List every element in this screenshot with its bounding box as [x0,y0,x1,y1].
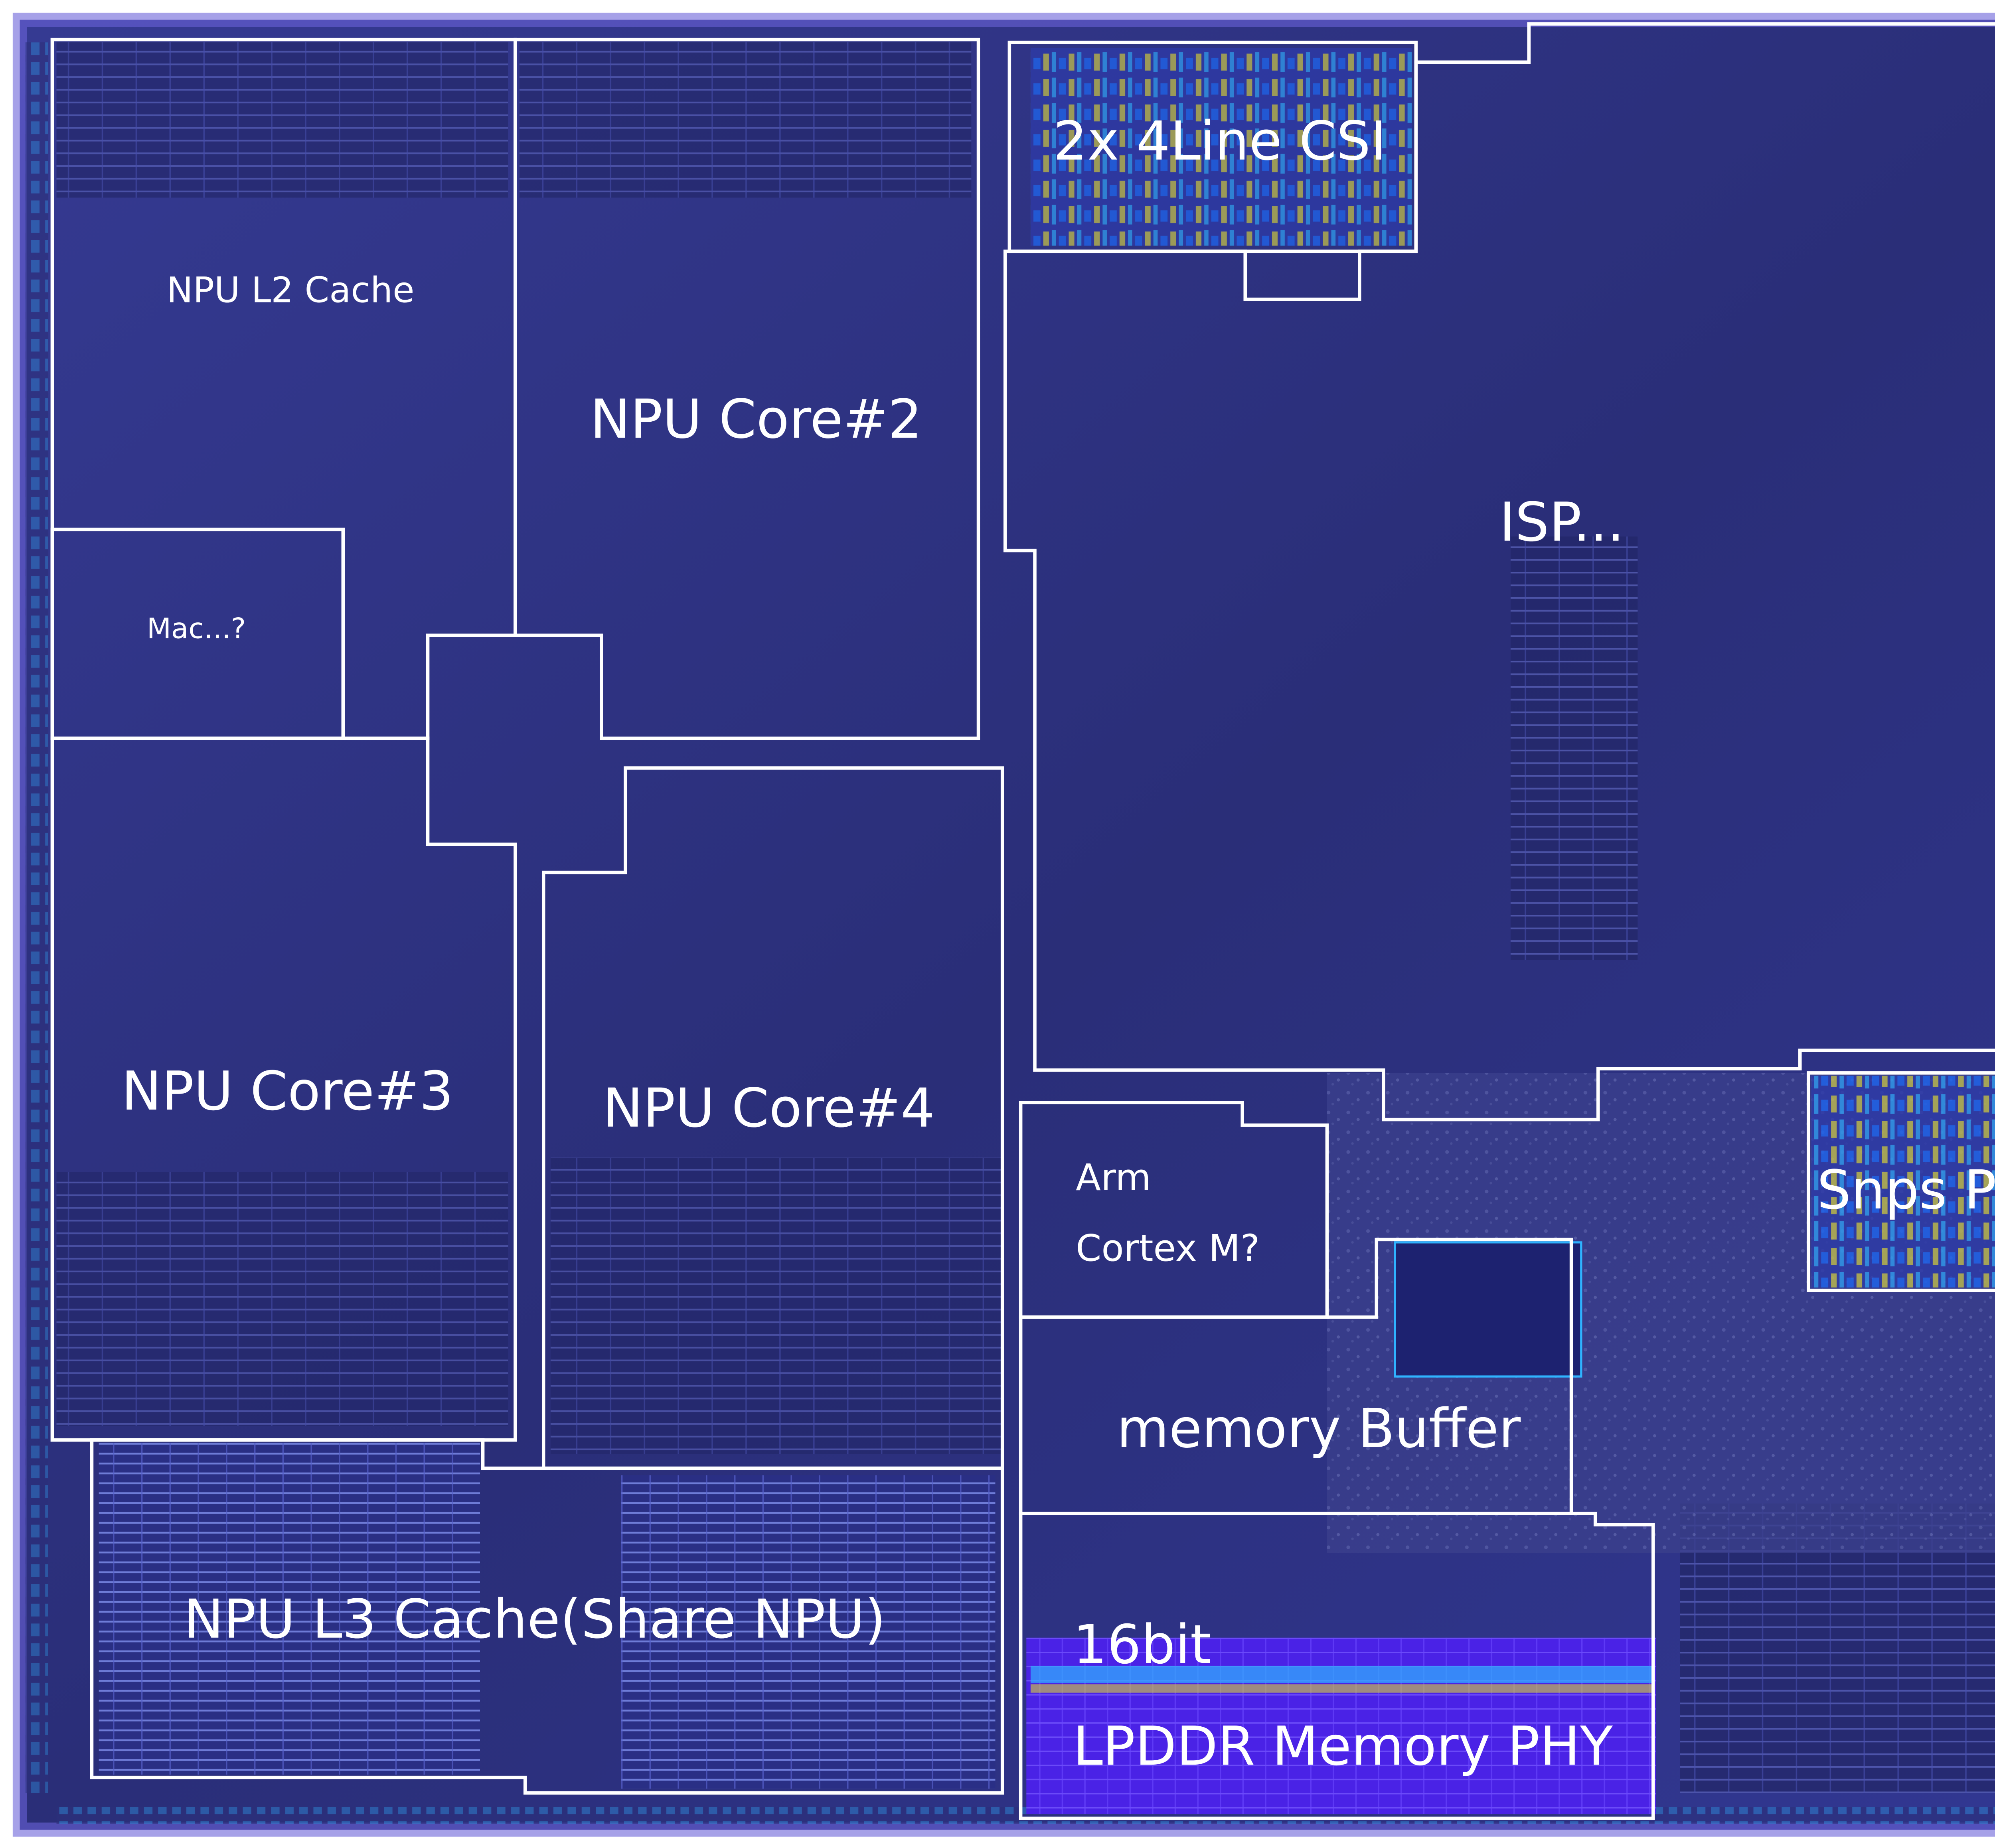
label-npu-core-2: NPU Core#2 [590,388,922,450]
label-pcie: Snps PCIE X2 [1817,1159,1995,1221]
label-npu-l3-cache: NPU L3 Cache(Share NPU) [184,1588,886,1651]
label-csi: 2x 4Line CSI [1053,110,1387,172]
sram-texture-l3-left [99,1443,480,1775]
label-npu-core-4: NPU Core#4 [603,1077,935,1139]
npu-l3-cache-block [90,1438,1004,1795]
sram-texture-isp-center [1510,536,1638,960]
label-isp: ISP... [1499,491,1624,553]
label-16bit: 16bit [1073,1613,1211,1676]
label-npu-l2-cache: NPU L2 Cache [167,269,415,310]
isp-block [1003,22,1995,1121]
csi-logic-texture [1030,48,1412,246]
sram-texture-l2 [56,42,508,198]
npu-core-3-block [50,736,517,1442]
npu-core-2-block [514,38,980,740]
pcie-logic-texture [1811,1076,1995,1288]
label-lpddr-phy: LPDDR Memory PHY [1073,1715,1613,1777]
sram-texture-core3 [56,1172,508,1426]
label-mac: Mac...? [147,612,246,645]
die-edge-ring [12,12,1995,1837]
label-memory-buffer: memory Buffer [1117,1397,1521,1460]
io-ring-bottom [56,1807,1995,1824]
pcie-block [1807,1071,1995,1292]
memory-buffer-macro [1394,1241,1582,1378]
label-cortex-m: Cortex M? [1076,1227,1260,1270]
label-arm: Arm [1076,1156,1151,1199]
io-ring-left [25,42,48,1793]
sram-texture-l3-right [621,1475,996,1789]
label-npu-core-3: NPU Core#3 [121,1060,453,1122]
phy-io-strip [1030,1666,1652,1683]
sram-texture-core4 [550,1157,1003,1454]
lpddr-phy-block [1019,1512,1655,1820]
sram-texture-core2 [519,42,972,198]
phy-io-strip-yellow [1030,1684,1652,1693]
